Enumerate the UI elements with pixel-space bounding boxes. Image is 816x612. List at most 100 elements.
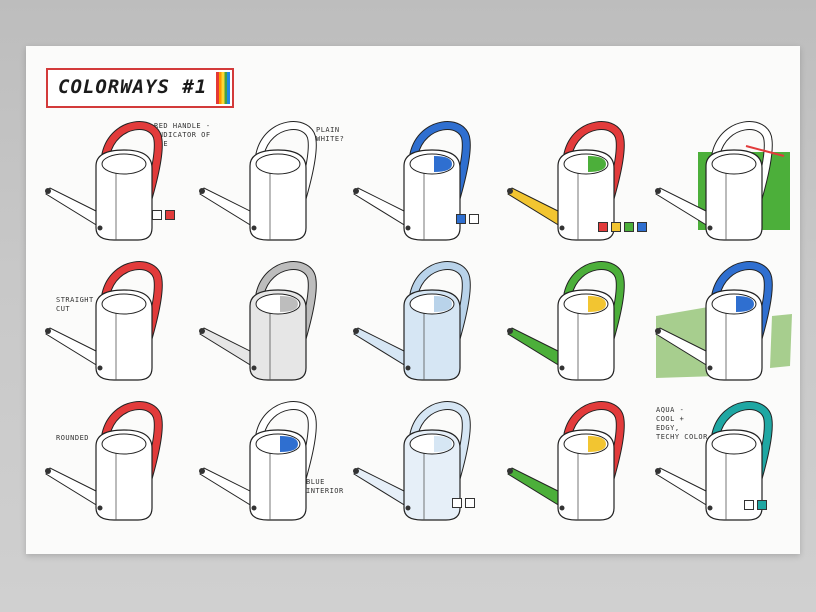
color-swatch-r0c3-0 [598, 222, 608, 232]
watering-can-r2c2 [353, 401, 471, 521]
color-swatch-r2c2-0 [452, 498, 462, 508]
can-interior [434, 296, 452, 312]
can-interior [126, 156, 144, 172]
sketch-sheet: COLORWAYS #1 RED HANDLE - INDICATOR OF U… [26, 46, 800, 554]
body-dot [405, 365, 411, 371]
can-body [557, 289, 615, 381]
body-dot [405, 505, 411, 511]
body-dot [559, 365, 565, 371]
color-swatch-r2c4-0 [744, 500, 754, 510]
color-swatch-r2c2-1 [465, 498, 475, 508]
can-body [705, 149, 763, 241]
watering-can-r0c2 [353, 121, 471, 241]
can-interior [588, 156, 606, 172]
watering-can-r1c0 [45, 261, 163, 381]
color-swatch-r0c2-1 [469, 214, 479, 224]
spout-tip [655, 468, 661, 474]
can-spout [45, 467, 103, 507]
body-dot [97, 505, 103, 511]
can-spout [353, 187, 411, 227]
color-swatch-r0c2-0 [456, 214, 466, 224]
body-dot [251, 505, 257, 511]
spout-tip [353, 328, 359, 334]
color-swatch-r0c0-0 [152, 210, 162, 220]
can-body [249, 429, 307, 521]
color-swatch-r2c4-1 [757, 500, 767, 510]
can-spout [655, 467, 713, 507]
note-blue-interior: BLUE INTERIOR [306, 478, 344, 495]
spout-tip [45, 468, 51, 474]
can-interior [280, 156, 298, 172]
can-spout [353, 327, 411, 367]
can-spout [199, 467, 257, 507]
watering-can-r0c1 [199, 121, 317, 241]
can-spout [507, 327, 565, 367]
spout-tip [353, 468, 359, 474]
can-body [95, 289, 153, 381]
watering-can-r1c4 [655, 261, 792, 381]
spout-tip [507, 468, 513, 474]
can-spout [353, 467, 411, 507]
grass-patch [770, 314, 792, 368]
spout-tip [199, 328, 205, 334]
body-dot [405, 225, 411, 231]
spout-tip [45, 188, 51, 194]
body-dot [559, 505, 565, 511]
title-frame: COLORWAYS #1 [46, 68, 234, 108]
body-dot [251, 225, 257, 231]
can-body [403, 429, 461, 521]
can-interior [434, 156, 452, 172]
body-dot [707, 505, 713, 511]
body-dot [707, 225, 713, 231]
watering-can-r1c2 [353, 261, 471, 381]
watering-can-r0c0 [45, 121, 163, 241]
spout-tip [353, 188, 359, 194]
spout-tip [655, 328, 661, 334]
can-spout [45, 327, 103, 367]
can-body [249, 289, 307, 381]
can-interior [434, 436, 452, 452]
watering-can-r0c4 [655, 121, 790, 241]
body-dot [97, 225, 103, 231]
watering-can-r2c4 [655, 401, 773, 521]
watering-can-r1c3 [507, 261, 625, 381]
watering-can-r2c0 [45, 401, 163, 521]
note-rounded: ROUNDED [56, 434, 90, 442]
spout-tip [45, 328, 51, 334]
can-interior [126, 296, 144, 312]
can-body [249, 149, 307, 241]
can-interior [736, 436, 754, 452]
can-spout [507, 467, 565, 507]
can-spout [199, 327, 257, 367]
can-interior [280, 296, 298, 312]
watering-can-r2c1 [199, 401, 317, 521]
can-interior [588, 436, 606, 452]
can-body [705, 289, 763, 381]
note-straight-cut: STRAIGHT CUT [56, 296, 94, 313]
spout-tip [199, 468, 205, 474]
can-interior [588, 296, 606, 312]
body-dot [97, 365, 103, 371]
can-interior [126, 436, 144, 452]
watering-can-r1c1 [199, 261, 317, 381]
can-interior [736, 296, 754, 312]
can-interior [280, 436, 298, 452]
body-dot [559, 225, 565, 231]
color-swatch-r0c3-3 [637, 222, 647, 232]
can-body [403, 289, 461, 381]
can-body [403, 149, 461, 241]
spout-tip [199, 188, 205, 194]
can-body [95, 429, 153, 521]
can-spout [199, 187, 257, 227]
spout-tip [507, 188, 513, 194]
note-aqua: AQUA - COOL + EDGY, TECHY COLOR. [656, 406, 713, 441]
can-body [95, 149, 153, 241]
note-plain-white: PLAIN WHITE? [316, 126, 345, 143]
can-spout [507, 187, 565, 227]
body-dot [251, 365, 257, 371]
page-title: COLORWAYS #1 [58, 76, 208, 98]
spout-tip [507, 328, 513, 334]
body-dot [707, 365, 713, 371]
color-swatch-r0c3-2 [624, 222, 634, 232]
watering-can-r0c3 [507, 121, 625, 241]
